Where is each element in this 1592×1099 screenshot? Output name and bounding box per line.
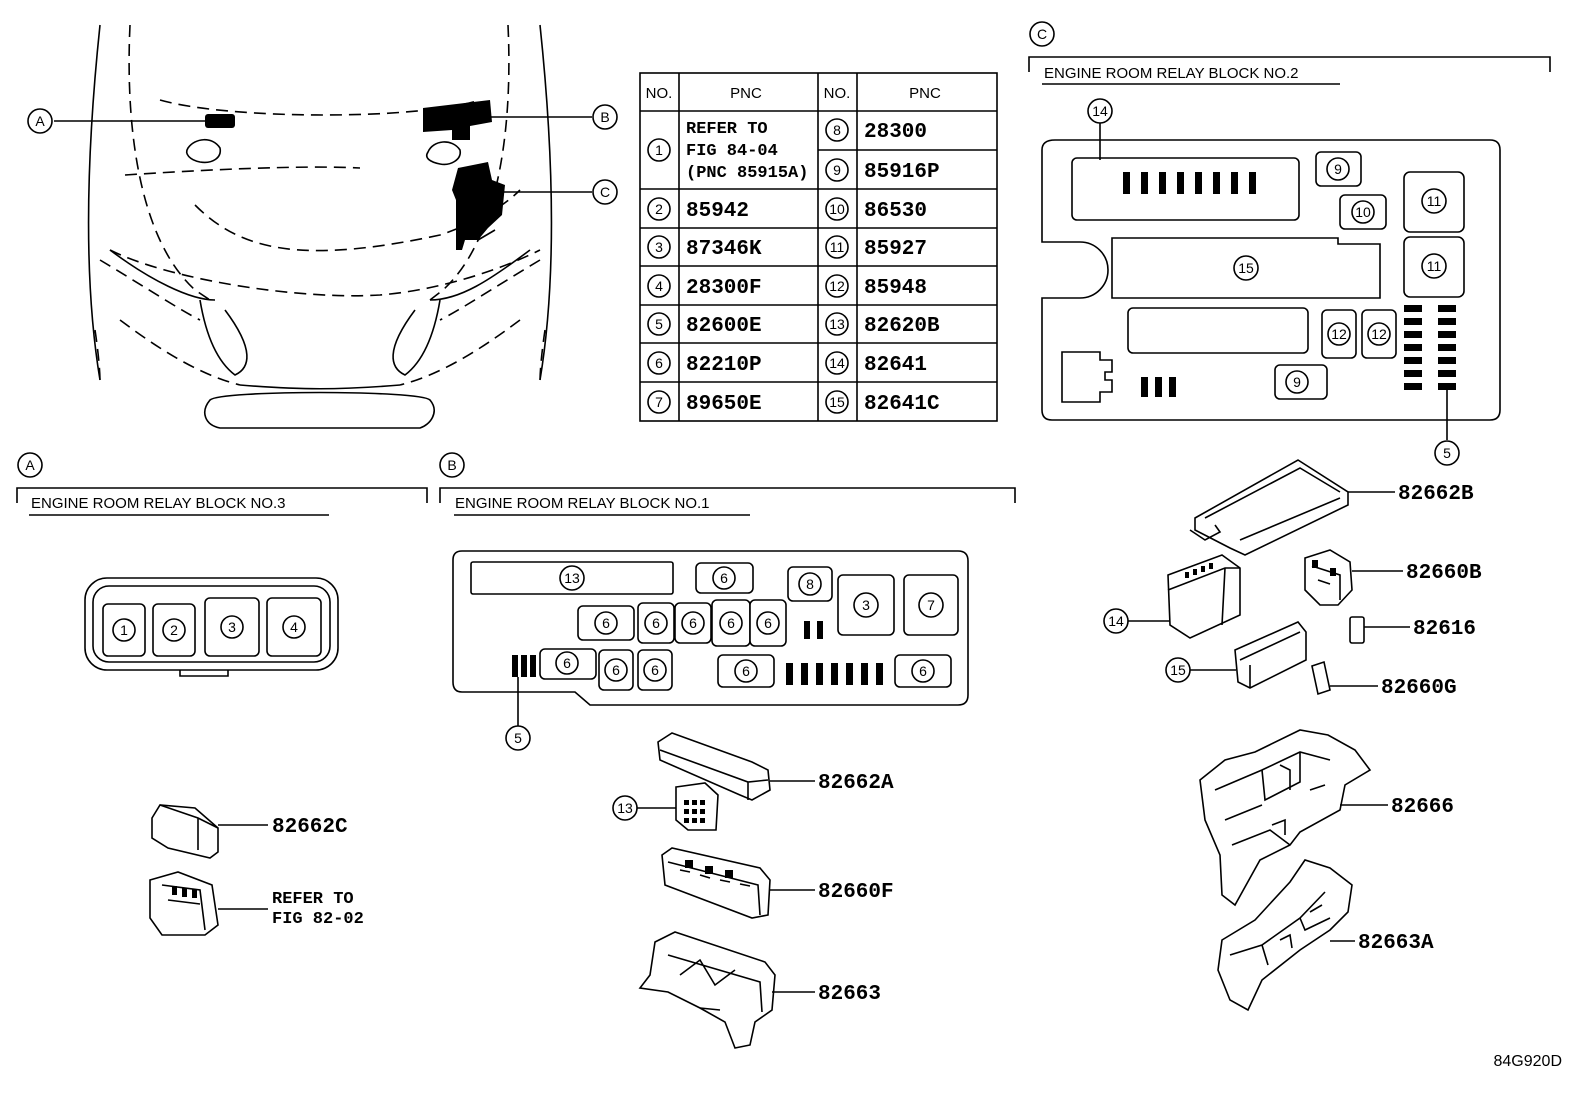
block-b-position: 6 bbox=[919, 663, 927, 679]
table-row-no: 8 bbox=[833, 122, 841, 138]
callout-letter-a: A bbox=[35, 113, 45, 129]
section-a: A ENGINE ROOM RELAY BLOCK NO.3 1 2 3 4 8… bbox=[16, 452, 428, 936]
figure-code: 84G920D bbox=[1493, 1053, 1563, 1070]
section-a-title: ENGINE ROOM RELAY BLOCK NO.3 bbox=[31, 495, 286, 512]
block-b-position: 13 bbox=[564, 570, 580, 586]
table-row-pnc: 82620B bbox=[864, 315, 940, 338]
block-b-position: 6 bbox=[764, 615, 772, 631]
table-row-no: 14 bbox=[829, 355, 845, 371]
part-label-82663a: 82663A bbox=[1358, 932, 1434, 955]
table-row-no: 9 bbox=[833, 162, 841, 178]
table-row-pnc: 89650E bbox=[686, 393, 762, 416]
table-row-no: 7 bbox=[655, 394, 663, 410]
callout-letter-b: B bbox=[600, 109, 609, 125]
table-row-pnc: 82600E bbox=[686, 315, 762, 338]
block-c-position: 10 bbox=[1355, 204, 1371, 220]
part-callout-13: 13 bbox=[617, 800, 633, 816]
table-header-pnc-right: PNC bbox=[909, 85, 941, 102]
table-row-pnc: 28300F bbox=[686, 277, 762, 300]
pnc-table: NO. PNC NO. PNC 1 2 3 4 5 6 7 REFER TO F… bbox=[639, 72, 998, 422]
block-b-position: 6 bbox=[563, 655, 571, 671]
section-c: C ENGINE ROOM RELAY BLOCK NO.2 14 9 10 1… bbox=[1028, 21, 1551, 466]
block-c-position: 9 bbox=[1293, 374, 1301, 390]
block-b-position: 6 bbox=[742, 663, 750, 679]
part-refer-line: FIG 82-02 bbox=[272, 910, 364, 929]
section-c-letter: C bbox=[1037, 26, 1047, 42]
section-c-parts: 82662B 82660B 82616 14 15 82660G 82 bbox=[1103, 459, 1482, 1012]
section-b: B ENGINE ROOM RELAY BLOCK NO.1 13 6 8 3 … bbox=[439, 452, 1016, 1049]
block-b-position: 7 bbox=[927, 597, 935, 613]
block-c-position: 15 bbox=[1238, 260, 1254, 276]
table-row-pnc: 85927 bbox=[864, 238, 927, 261]
table-row-no: 11 bbox=[830, 239, 845, 255]
table-row-pnc-line: REFER TO bbox=[686, 120, 768, 139]
block-b-position: 6 bbox=[727, 615, 735, 631]
block-b-position: 8 bbox=[806, 576, 814, 592]
block-b-position: 6 bbox=[652, 615, 660, 631]
section-b-title: ENGINE ROOM RELAY BLOCK NO.1 bbox=[455, 495, 710, 512]
block-a-position: 3 bbox=[228, 619, 236, 635]
table-header-pnc-left: PNC bbox=[730, 85, 762, 102]
block-c-position: 12 bbox=[1331, 326, 1347, 342]
block-c-position: 14 bbox=[1092, 103, 1108, 119]
part-label-82662a: 82662A bbox=[818, 772, 894, 795]
table-row-no: 4 bbox=[655, 278, 663, 294]
table-row-pnc-line: FIG 84-04 bbox=[686, 142, 778, 161]
block-b-pointer: 5 bbox=[514, 730, 522, 746]
table-row-pnc: 85916P bbox=[864, 161, 940, 184]
table-row-no: 12 bbox=[829, 278, 845, 294]
block-a-position: 1 bbox=[120, 622, 128, 638]
table-row-pnc: 82210P bbox=[686, 354, 762, 377]
section-c-title: ENGINE ROOM RELAY BLOCK NO.2 bbox=[1044, 65, 1299, 82]
part-label-82616: 82616 bbox=[1413, 618, 1476, 641]
table-row-pnc-line: (PNC 85915A) bbox=[686, 164, 808, 183]
part-callout-14: 14 bbox=[1108, 613, 1124, 629]
block-c-position: 12 bbox=[1371, 326, 1387, 342]
block-c-position: 9 bbox=[1334, 161, 1342, 177]
table-row-pnc: 82641C bbox=[864, 393, 940, 416]
block-b-position: 6 bbox=[720, 570, 728, 586]
part-label-82660b: 82660B bbox=[1406, 562, 1482, 585]
table-row-pnc: 85948 bbox=[864, 277, 927, 300]
part-label-82662c: 82662C bbox=[272, 816, 348, 839]
block-a-position: 4 bbox=[290, 619, 298, 635]
block-b-position: 6 bbox=[602, 615, 610, 631]
block-a-position: 2 bbox=[170, 622, 178, 638]
table-row-no: 5 bbox=[655, 316, 663, 332]
table-row-no: 15 bbox=[829, 394, 845, 410]
table-row-pnc: 28300 bbox=[864, 121, 927, 144]
part-label-82660f: 82660F bbox=[818, 881, 894, 904]
table-row-no: 3 bbox=[655, 239, 663, 255]
table-header-no-left: NO. bbox=[646, 85, 673, 102]
part-callout-15: 15 bbox=[1170, 662, 1186, 678]
section-a-letter: A bbox=[25, 457, 35, 473]
block-b-position: 3 bbox=[862, 597, 870, 613]
table-row-no: 6 bbox=[655, 355, 663, 371]
section-b-letter: B bbox=[447, 457, 456, 473]
table-row-no: 10 bbox=[829, 201, 845, 217]
table-row-no: 2 bbox=[655, 201, 663, 217]
callout-letter-c: C bbox=[600, 184, 610, 200]
part-refer-line: REFER TO bbox=[272, 890, 354, 909]
table-row-pnc: 86530 bbox=[864, 200, 927, 223]
part-label-82666: 82666 bbox=[1391, 796, 1454, 819]
table-row-pnc: 85942 bbox=[686, 200, 749, 223]
part-label-82663: 82663 bbox=[818, 983, 881, 1006]
block-b-position: 6 bbox=[651, 662, 659, 678]
block-c-pointer: 5 bbox=[1443, 445, 1451, 461]
table-row-pnc: 87346K bbox=[686, 238, 762, 261]
block-c-position: 11 bbox=[1427, 258, 1442, 274]
part-label-82660g: 82660G bbox=[1381, 677, 1457, 700]
part-label-82662b: 82662B bbox=[1398, 483, 1474, 506]
table-row-no: 13 bbox=[829, 316, 845, 332]
block-c-position: 11 bbox=[1427, 193, 1442, 209]
table-row-pnc: 82641 bbox=[864, 354, 927, 377]
block-b-position: 6 bbox=[689, 615, 697, 631]
vehicle-overview: A B C bbox=[27, 24, 618, 429]
table-row-no: 1 bbox=[655, 142, 663, 158]
block-b-position: 6 bbox=[612, 662, 620, 678]
table-header-no-right: NO. bbox=[824, 85, 851, 102]
